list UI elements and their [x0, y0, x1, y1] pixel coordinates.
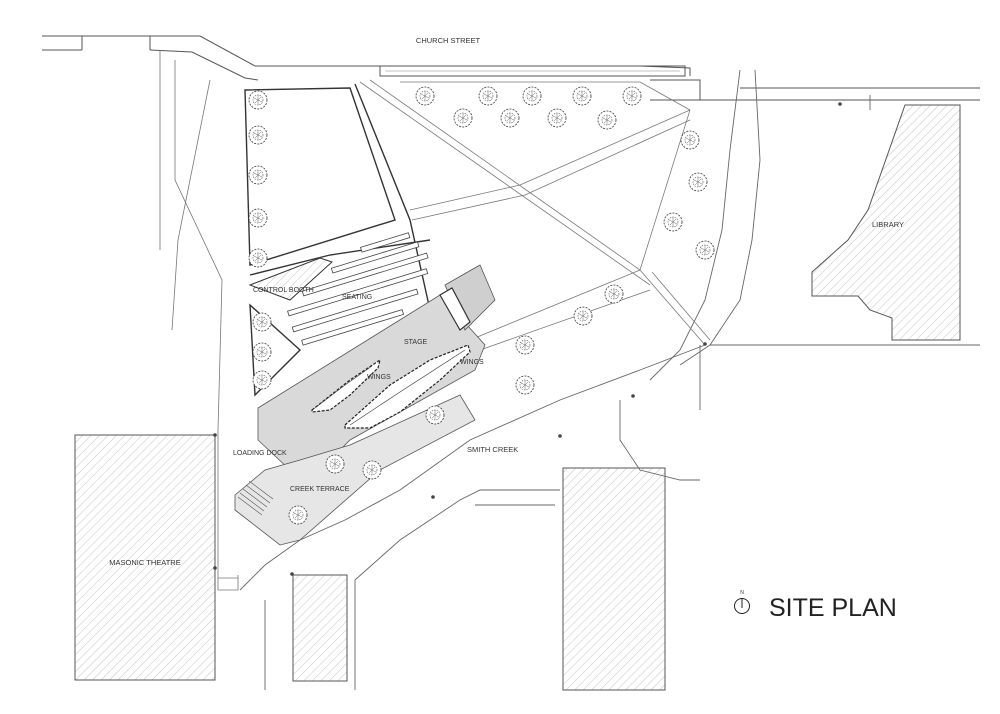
tree-icon: [325, 454, 345, 474]
north-arrow-icon: N: [734, 590, 750, 614]
south-building-small: [292, 574, 348, 682]
lawn-paths: [359, 79, 711, 351]
tree-icon: [362, 460, 382, 480]
label-masonic-theatre: MASONIC THEATRE: [109, 558, 180, 567]
tree-icon: [572, 86, 592, 106]
tree-icon: [425, 405, 445, 425]
tree-icon: [695, 240, 715, 260]
label-wings-left: WINGS: [367, 374, 391, 381]
tree-icon: [688, 172, 708, 192]
library-street-edges: [649, 69, 980, 381]
tree-icon: [663, 212, 683, 232]
label-control-booth: CONTROL BOOTH: [253, 287, 314, 294]
tree-icon: [500, 108, 520, 128]
tree-icon: [252, 342, 272, 362]
tree-icon: [252, 312, 272, 332]
tree-icon: [248, 208, 268, 228]
tree-icon: [248, 248, 268, 268]
south-building-center: [562, 467, 666, 691]
label-seating: SEATING: [342, 294, 372, 301]
seating-rows: [287, 232, 429, 346]
wing-right: [344, 344, 471, 429]
tree-icon: [522, 86, 542, 106]
label-wings-right: WINGS: [460, 359, 484, 366]
upper-lawn-beds: [244, 83, 463, 397]
tree-icon: [478, 86, 498, 106]
tree-icon: [515, 375, 535, 395]
north-label: N: [740, 590, 744, 596]
south-street-edges: [239, 344, 706, 690]
site-plan-title: SITE PLAN: [769, 594, 897, 622]
tree-icon: [252, 370, 272, 390]
tree-icon: [248, 165, 268, 185]
tree-icon: [604, 284, 624, 304]
masonic-theatre-building: [74, 434, 216, 681]
label-library: LIBRARY: [872, 220, 904, 229]
lamp-posts: [213, 102, 842, 576]
label-stage: STAGE: [404, 339, 428, 346]
tree-icon: [248, 125, 268, 145]
loading-dock-steps: [237, 480, 274, 516]
label-church-street: CHURCH STREET: [416, 36, 481, 45]
tree-icon: [248, 90, 268, 110]
tree-icon: [547, 108, 567, 128]
tree-icon: [453, 108, 473, 128]
church-street-edge: [42, 35, 980, 101]
label-loading-dock: LOADING DOCK: [233, 450, 287, 457]
wing-left: [311, 358, 381, 413]
tree-icon: [573, 306, 593, 326]
control-booth: [248, 257, 333, 301]
tree-icon: [288, 505, 308, 525]
tree-icon: [597, 110, 617, 130]
rear-ramp: [439, 287, 471, 331]
tree-icon: [680, 130, 700, 150]
label-creek-terrace: CREEK TERRACE: [290, 486, 350, 493]
tree-icon: [415, 86, 435, 106]
tree-icon: [515, 335, 535, 355]
library-building: [811, 104, 961, 341]
label-smith-creek: SMITH CREEK: [467, 445, 518, 454]
left-street-edges: [159, 50, 239, 591]
tree-icon: [622, 86, 642, 106]
